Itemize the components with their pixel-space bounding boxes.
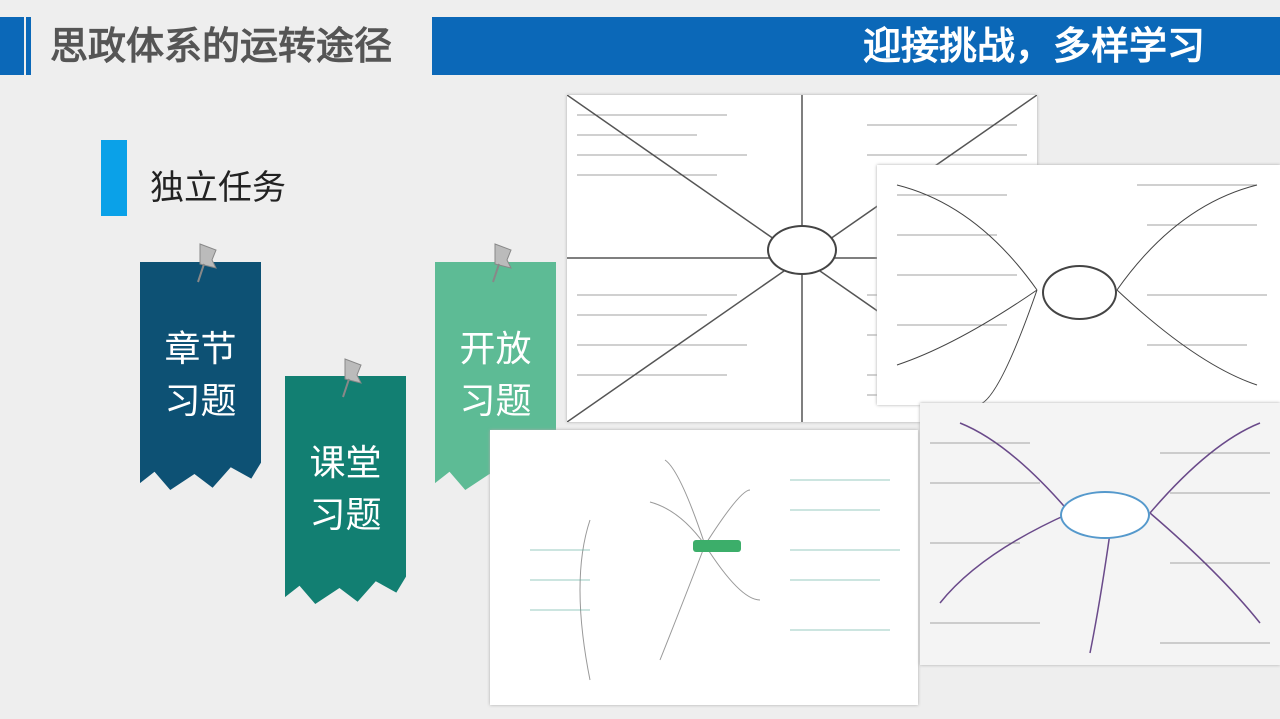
mindmap-lines xyxy=(896,184,1267,405)
card-chapter-exercises: 章节 习题 xyxy=(140,262,261,490)
page-title: 思政体系的运转途径 xyxy=(50,24,393,68)
header-banner xyxy=(432,17,1280,75)
card-line: 习题 xyxy=(164,381,237,422)
card-line: 开放 xyxy=(459,329,532,370)
mindmap-image-3 xyxy=(490,430,918,705)
card-line: 课堂 xyxy=(309,443,382,484)
pushpin-icon xyxy=(342,358,362,398)
card-line: 习题 xyxy=(309,495,382,536)
section-title: 独立任务 xyxy=(150,168,286,208)
pushpin-icon xyxy=(492,243,512,283)
header-slogan: 迎接挑战，多样学习 xyxy=(862,24,1205,68)
mindmap-image-2 xyxy=(877,165,1280,405)
section-marker xyxy=(101,140,127,216)
header-accent-block xyxy=(0,17,24,75)
card-line: 习题 xyxy=(459,381,532,422)
mindmap-lines xyxy=(530,459,900,681)
pushpin-icon xyxy=(197,243,217,283)
header-accent-line xyxy=(26,17,31,75)
mindmap-lines xyxy=(930,422,1270,654)
card-class-exercises: 课堂 习题 xyxy=(285,376,406,604)
mindmap-image-4 xyxy=(920,403,1280,665)
card-line: 章节 xyxy=(164,329,237,370)
